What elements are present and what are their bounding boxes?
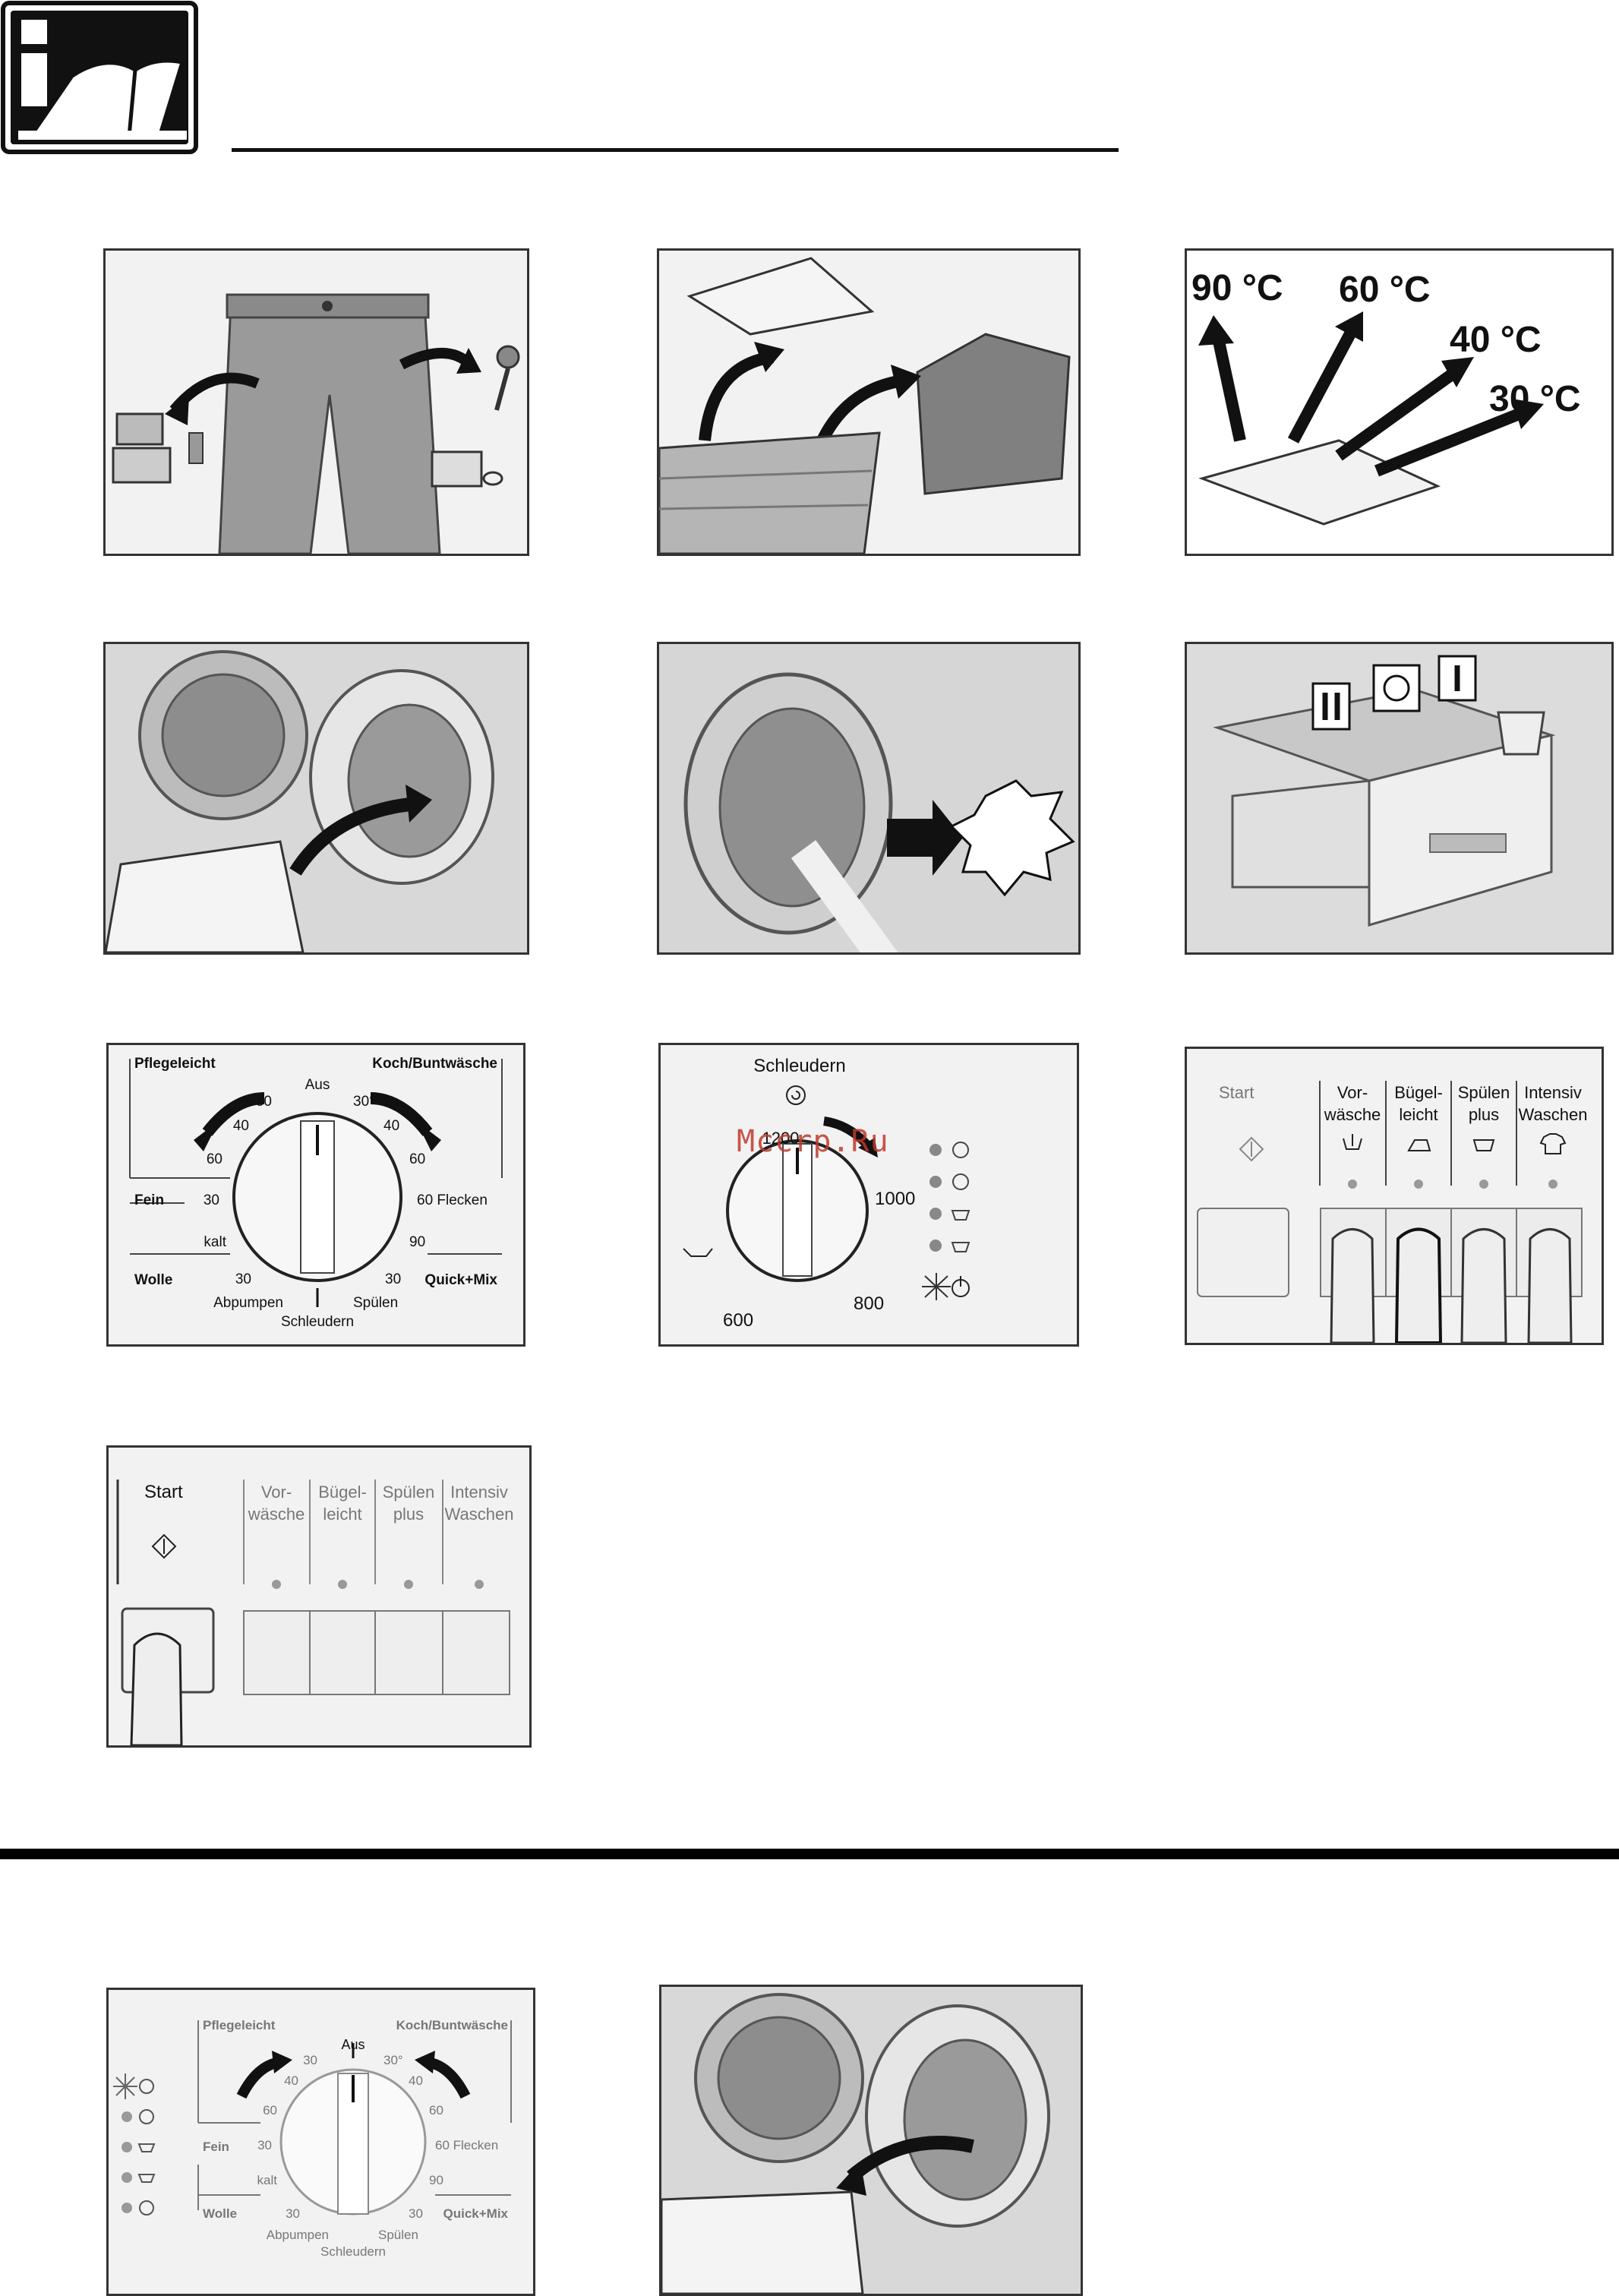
- off-fein: Fein: [203, 2140, 229, 2154]
- shirt-icon: [1539, 1133, 1567, 1154]
- off-aus: Aus: [341, 2037, 365, 2052]
- load-drum-illustration: [103, 642, 529, 955]
- off-l-30c: 30: [286, 2206, 300, 2221]
- dial-spuelen: Spülen: [353, 1295, 398, 1311]
- dial-schleudern: Schleudern: [281, 1314, 354, 1330]
- off-r-40: 40: [409, 2073, 423, 2088]
- dial-koch: Koch/Buntwäsche: [372, 1056, 497, 1072]
- dial-l-kalt: kalt: [204, 1234, 226, 1250]
- off-quickmix: Quick+Mix: [443, 2206, 508, 2221]
- opt-rinse-l2: plus: [1469, 1105, 1499, 1124]
- dial-r-30: 30°: [353, 1094, 375, 1110]
- opt-prewash-l2: wäsche: [1324, 1105, 1381, 1124]
- temp-30: 30 °C: [1489, 379, 1581, 419]
- dial-l-60: 60: [207, 1151, 222, 1167]
- programme-dial-panel: Pflegeleicht Koch/Buntwäsche Aus 30 40 6…: [106, 1043, 525, 1347]
- off-spuelen: Spülen: [378, 2228, 418, 2242]
- dial-r-60flecken: 60 Flecken: [417, 1192, 488, 1208]
- s-opt-rinse-l2: plus: [393, 1505, 424, 1524]
- dial-r-90: 90: [409, 1234, 425, 1250]
- dial-l-30b: 30: [204, 1192, 219, 1208]
- section-divider: [0, 1849, 1619, 1859]
- temp-60: 60 °C: [1339, 270, 1431, 310]
- off-r-30: 30°: [383, 2053, 403, 2067]
- close-door-illustration: [657, 642, 1081, 955]
- opt-intensive-l1: Intensiv: [1524, 1083, 1582, 1102]
- spin-1200: 1200: [762, 1129, 800, 1148]
- watermark: Mccrp.Ru: [737, 1124, 889, 1159]
- s-opt-rinse-l1: Spülen: [383, 1483, 435, 1502]
- off-koch: Koch/Buntwäsche: [396, 2018, 508, 2032]
- opt-iron-l2: leicht: [1399, 1105, 1438, 1124]
- start-label: Start: [144, 1482, 183, 1502]
- s-opt-iron-l2: leicht: [323, 1505, 361, 1524]
- off-pflegeleicht: Pflegeleicht: [203, 2018, 276, 2032]
- option-buttons-panel: Start Vor- wäsche Bügel- leicht Spülen p…: [1185, 1047, 1604, 1345]
- spin-title: Schleudern: [753, 1056, 845, 1076]
- dial-aus: Aus: [305, 1077, 330, 1093]
- dial-l-30c: 30: [235, 1271, 251, 1287]
- off-l-30: 30: [303, 2053, 317, 2067]
- off-schleudern: Schleudern: [320, 2244, 386, 2259]
- start-button-panel: Start Vor- wäsche Bügel- leicht Spülen p…: [106, 1445, 532, 1748]
- off-l-40: 40: [284, 2073, 298, 2088]
- prewash-icon: [1343, 1134, 1362, 1150]
- dial-fein: Fein: [134, 1192, 164, 1208]
- dial-l-30: 30: [256, 1094, 272, 1110]
- dial-quickmix: Quick+Mix: [424, 1272, 497, 1288]
- off-r-30b: 30: [409, 2206, 423, 2221]
- s-opt-intensive-l1: Intensiv: [450, 1483, 508, 1502]
- dial-abpumpen: Abpumpen: [213, 1295, 283, 1311]
- dial-l-40: 40: [233, 1118, 249, 1134]
- spin-dial-panel: Schleudern 1200 1000 800 600: [658, 1043, 1079, 1347]
- off-wolle: Wolle: [203, 2206, 237, 2221]
- programme-dial-off-panel: Pflegeleicht Koch/Buntwäsche Aus 30 40 6…: [106, 1988, 535, 2296]
- iron-icon: [1407, 1139, 1431, 1151]
- off-l-kalt: kalt: [257, 2173, 278, 2187]
- sort-laundry-illustration: [657, 248, 1081, 556]
- opt-rinse-l1: Spülen: [1458, 1083, 1510, 1102]
- dial-r-40: 40: [383, 1118, 399, 1134]
- header-rule: [232, 148, 1119, 152]
- empty-pockets-illustration: [103, 248, 529, 556]
- off-r-60: 60: [429, 2103, 443, 2118]
- opt-intensive-l2: Waschen: [1519, 1105, 1588, 1124]
- opt-iron-l1: Bügel-: [1394, 1083, 1443, 1102]
- off-r-90: 90: [429, 2173, 443, 2187]
- off-l-30b: 30: [257, 2138, 272, 2152]
- temp-40: 40 °C: [1450, 320, 1542, 360]
- dial-pflegeleicht: Pflegeleicht: [134, 1056, 216, 1072]
- off-l-60: 60: [263, 2103, 277, 2118]
- s-opt-iron-l1: Bügel-: [318, 1483, 367, 1502]
- dial-r-60: 60: [409, 1151, 425, 1167]
- temp-90: 90 °C: [1191, 268, 1283, 308]
- s-opt-prewash-l1: Vor-: [261, 1483, 292, 1502]
- spin-1000: 1000: [875, 1189, 915, 1209]
- rinse-icon: [1472, 1139, 1495, 1151]
- unload-drum-illustration: [659, 1985, 1083, 2296]
- opt-prewash-l1: Vor-: [1337, 1083, 1368, 1102]
- spin-800: 800: [854, 1293, 884, 1314]
- off-abpumpen: Abpumpen: [267, 2228, 329, 2242]
- dial-r-30b: 30: [385, 1271, 401, 1287]
- dial-wolle: Wolle: [134, 1272, 172, 1288]
- detergent-drawer-illustration: [1185, 642, 1614, 955]
- info-book-icon: [0, 0, 199, 155]
- off-r-60flecken: 60 Flecken: [435, 2138, 498, 2152]
- s-opt-intensive-l2: Waschen: [445, 1505, 514, 1524]
- spin-600: 600: [723, 1310, 753, 1331]
- panel-start-label: Start: [1219, 1083, 1254, 1102]
- s-opt-prewash-l2: wäsche: [248, 1505, 305, 1524]
- sort-by-temperature-illustration: 90 °C 60 °C 40 °C 30 °C: [1185, 248, 1614, 556]
